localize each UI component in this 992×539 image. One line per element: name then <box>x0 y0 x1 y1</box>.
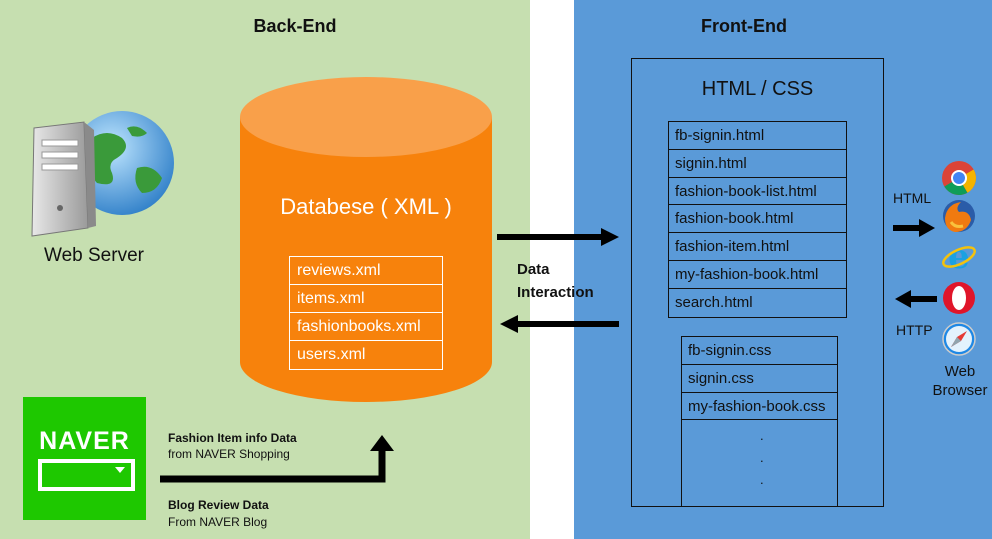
fashion-data-title: Fashion Item info Data <box>168 431 297 445</box>
ellipsis-dot: . <box>760 450 764 466</box>
arrow-left-icon <box>500 315 619 333</box>
arrow-right-icon <box>893 219 935 237</box>
web-server-label: Web Server <box>44 245 144 266</box>
web-browser-label: Web Browser <box>928 362 992 400</box>
data-interaction-label: Data Interaction <box>517 258 594 304</box>
arrow-right-icon <box>497 228 619 246</box>
naver-to-database-arrow-icon <box>160 435 394 483</box>
list-item: signin.html <box>669 150 846 178</box>
naver-search-box-icon <box>38 459 135 491</box>
svg-text:e: e <box>948 238 970 274</box>
list-item: fashion-book-list.html <box>669 178 846 206</box>
data-interaction-line1: Data <box>517 261 550 278</box>
web-browser-label-line1: Web <box>944 363 976 380</box>
web-server-icon <box>31 111 174 237</box>
database-file-list: reviews.xml items.xml fashionbooks.xml u… <box>289 256 443 370</box>
html-css-title: HTML / CSS <box>701 78 814 100</box>
web-browser-label-line2: Browser <box>932 382 988 399</box>
firefox-icon <box>943 200 975 232</box>
database-title: Databese ( XML ) <box>280 194 452 219</box>
list-item: reviews.xml <box>290 257 442 285</box>
ellipsis-dot: . <box>760 428 764 444</box>
naver-logo-text: NAVER <box>39 427 130 455</box>
list-item: signin.css <box>682 365 837 393</box>
opera-icon <box>943 282 975 314</box>
backend-title: Back-End <box>253 16 337 36</box>
chevron-down-icon <box>115 467 125 473</box>
list-item: fb-signin.html <box>669 122 846 150</box>
arrow-left-icon <box>895 290 937 308</box>
data-interaction-line2: Interaction <box>517 284 594 301</box>
list-item-more: . . . <box>682 420 837 506</box>
safari-icon <box>942 322 976 356</box>
fashion-data-source: from NAVER Shopping <box>168 447 290 461</box>
http-label: HTTP <box>896 322 933 338</box>
list-item: fashionbooks.xml <box>290 313 442 341</box>
list-item: fb-signin.css <box>682 337 837 365</box>
css-file-list: fb-signin.css signin.css my-fashion-book… <box>681 336 838 508</box>
chrome-icon <box>942 161 976 195</box>
list-item: my-fashion-book.html <box>669 261 846 289</box>
list-item: fashion-item.html <box>669 233 846 261</box>
html-file-list: fb-signin.html signin.html fashion-book-… <box>668 121 847 318</box>
internet-explorer-icon: e <box>942 238 976 274</box>
blog-data-title: Blog Review Data <box>168 498 269 512</box>
list-item: fashion-book.html <box>669 205 846 234</box>
list-item: my-fashion-book.css <box>682 393 837 421</box>
html-label: HTML <box>893 190 932 206</box>
list-item: users.xml <box>297 346 366 363</box>
list-item: search.html <box>675 293 753 311</box>
frontend-title: Front-End <box>701 16 787 36</box>
ellipsis-dot: . <box>760 472 764 488</box>
database-cylinder-icon <box>240 77 492 402</box>
frontend-panel <box>574 0 992 539</box>
blog-data-source: From NAVER Blog <box>168 515 268 529</box>
naver-logo: NAVER <box>23 397 146 520</box>
list-item: items.xml <box>290 285 442 313</box>
